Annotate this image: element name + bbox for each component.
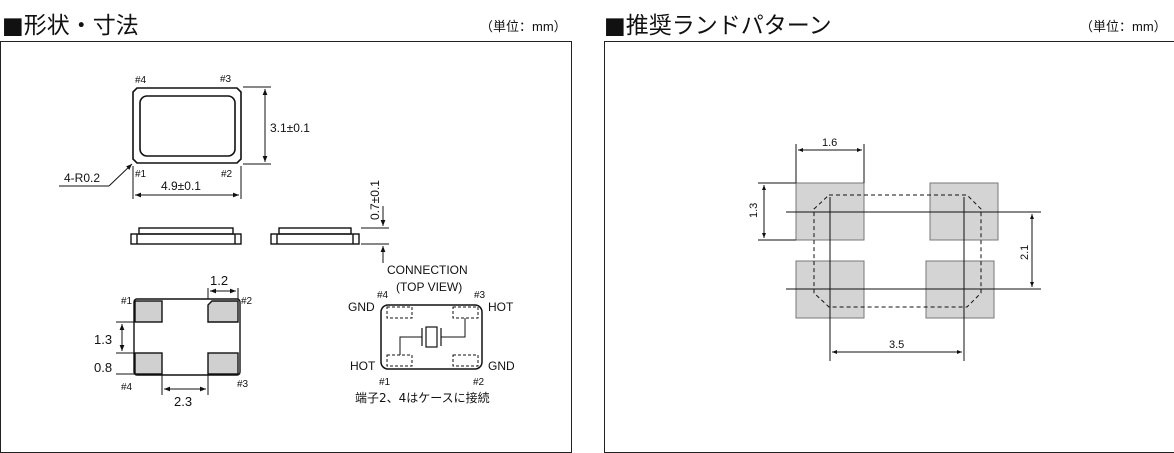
height-dimension-label: 3.1±0.1 xyxy=(270,121,310,135)
right-unit-label: （単位：mm） xyxy=(1080,19,1167,34)
connection-schematic xyxy=(380,304,483,370)
connection-pin3-label: #3 xyxy=(474,290,486,301)
pad-width-dimension xyxy=(795,144,865,183)
package-bottom-view xyxy=(133,298,241,376)
pin2-top-label: #2 xyxy=(221,169,233,180)
left-unit-label: （単位：mm） xyxy=(480,19,567,34)
pad-pitch-v-label: 1.3 xyxy=(94,332,112,347)
pad-pitch-h-dimension xyxy=(161,375,209,395)
dimensions-diagram: #4 #3 #1 #2 3.1±0.1 4-R0.2 4.9±0.1 xyxy=(59,74,515,409)
pin4-bottom-label: #4 xyxy=(121,382,133,393)
land-pattern-panel: 1.6 1.3 2.1 3.5 xyxy=(604,41,1174,453)
package-top-view xyxy=(132,87,242,164)
land-pattern-diagram: 1.6 1.3 2.1 3.5 xyxy=(748,137,1041,361)
pad-height-dimension xyxy=(758,182,796,241)
pad-vertical-dimensions xyxy=(116,321,134,375)
pad-height-label: 1.3 xyxy=(748,203,760,218)
pad-width-label: 1.2 xyxy=(210,273,228,288)
connection-subtitle: (TOP VIEW) xyxy=(396,280,462,294)
connection-hot-right: HOT xyxy=(488,300,514,314)
right-section-title: ■推奨ランドパターン xyxy=(604,13,832,39)
pad-pitch-h-label: 2.3 xyxy=(174,394,192,409)
pin1-top-label: #1 xyxy=(135,169,147,180)
connection-hot-left: HOT xyxy=(350,359,376,373)
connection-title: CONNECTION xyxy=(387,263,468,277)
pin3-bottom-label: #3 xyxy=(237,379,249,390)
pin3-top-label: #3 xyxy=(220,74,232,85)
radius-label: 4-R0.2 xyxy=(64,171,100,185)
connection-pin1-label: #1 xyxy=(379,377,391,388)
connection-gnd-right: GND xyxy=(488,359,515,373)
thickness-dimension xyxy=(361,206,389,263)
thickness-dimension-label: 0.7±0.1 xyxy=(368,180,382,220)
pin1-bottom-label: #1 xyxy=(121,296,133,307)
pad-center-lines xyxy=(786,197,1041,361)
width-dimension-label: 4.9±0.1 xyxy=(161,179,201,193)
dimensions-panel: #4 #3 #1 #2 3.1±0.1 4-R0.2 4.9±0.1 xyxy=(0,41,572,453)
width-dimension xyxy=(132,166,242,199)
connection-gnd-left: GND xyxy=(348,300,375,314)
connection-pin4-label: #4 xyxy=(377,290,389,301)
right-header: ■推奨ランドパターン （単位：mm） xyxy=(604,0,1174,40)
connection-note: 端子2、4はケースに接続 xyxy=(355,390,490,405)
pad-width-label: 1.6 xyxy=(822,137,837,149)
pin4-top-label: #4 xyxy=(135,75,147,86)
pad-width-dimension xyxy=(207,288,239,299)
height-dimension xyxy=(243,86,271,165)
left-section-title: ■形状・寸法 xyxy=(2,13,139,39)
package-side-view-1 xyxy=(130,227,242,245)
horizontal-pitch-label: 3.5 xyxy=(889,339,904,351)
vertical-pitch-label: 2.1 xyxy=(1019,245,1031,260)
pad-height-label: 0.8 xyxy=(94,360,112,375)
component-outline xyxy=(813,194,982,308)
connection-pin2-label: #2 xyxy=(473,377,485,388)
radius-leader xyxy=(59,163,133,187)
package-side-view-2 xyxy=(270,227,360,245)
left-header: ■形状・寸法 （単位：mm） xyxy=(0,0,575,40)
land-pads xyxy=(795,182,999,319)
pin2-bottom-label: #2 xyxy=(241,296,253,307)
